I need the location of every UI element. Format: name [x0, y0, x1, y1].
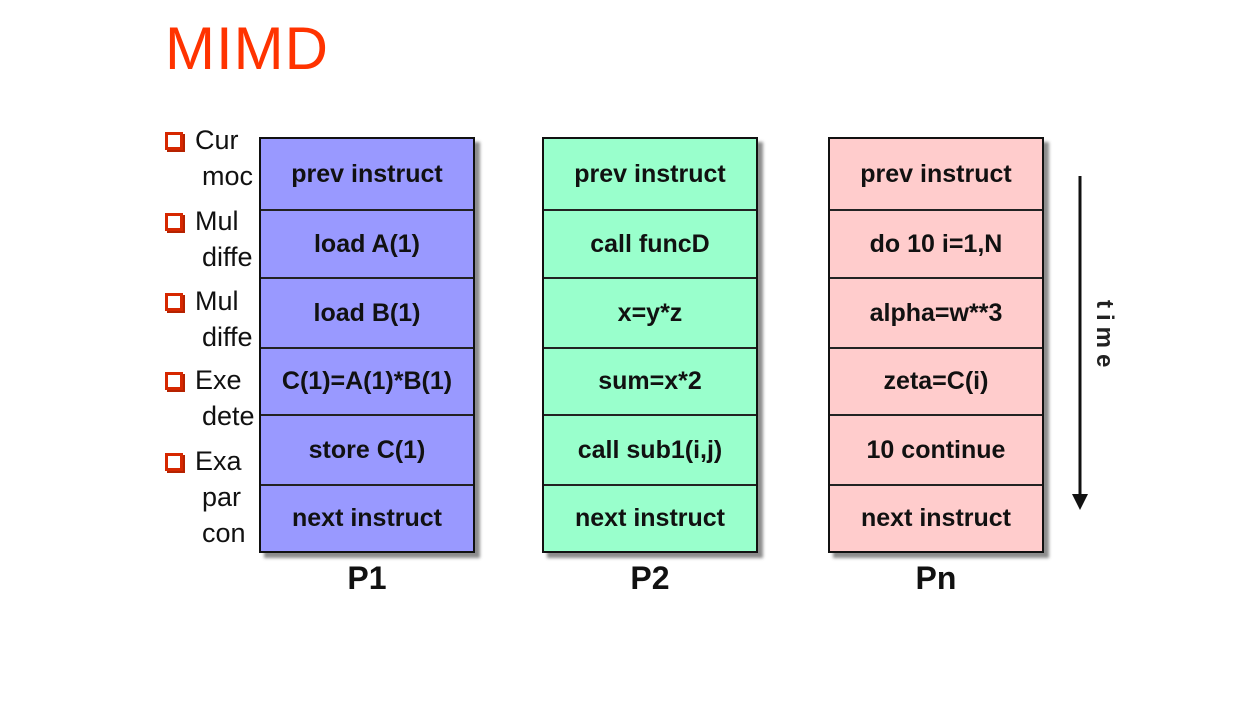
- instruction-cell: prev instruct: [830, 139, 1042, 211]
- checkbox-bullet-icon: [165, 453, 183, 471]
- bullet-text: Exa: [195, 446, 242, 476]
- time-axis-label: time: [1091, 300, 1118, 374]
- bullet-text: diffe: [202, 242, 253, 272]
- checkbox-bullet-icon: [165, 293, 183, 311]
- instruction-cell: prev instruct: [544, 139, 756, 211]
- instruction-cell: call funcD: [544, 211, 756, 279]
- bullet-text: Mul: [195, 286, 239, 316]
- instruction-cell: next instruct: [291, 504, 443, 532]
- bullet-item: Mul diffe: [165, 203, 253, 275]
- instruction-cell: next instruct: [574, 504, 726, 532]
- processor-label: P2: [630, 560, 670, 596]
- bullet-text: Mul: [195, 206, 239, 236]
- instruction-cell: load B(1): [261, 279, 473, 349]
- bullet-text: Exe: [195, 365, 242, 395]
- bullet-text: moc: [202, 161, 254, 191]
- bullet-item: Exe dete: [165, 362, 255, 434]
- instruction-cell: next instruct: [860, 504, 1012, 532]
- bullet-text: Cur: [195, 125, 239, 155]
- bullet-text: dete: [202, 401, 255, 431]
- instruction-cell: load A(1): [261, 211, 473, 279]
- instruction-cell: alpha=w**3: [830, 279, 1042, 349]
- processor-column-p2: prev instruct call funcD x=y*z sum=x*2 c…: [542, 137, 758, 553]
- bullet-text: diffe: [202, 322, 253, 352]
- instruction-cell: x=y*z: [544, 279, 756, 349]
- instruction-cell: 10 continue: [830, 416, 1042, 486]
- instruction-cell: zeta=C(i): [830, 349, 1042, 416]
- checkbox-bullet-icon: [165, 213, 183, 231]
- bullet-text: con: [202, 518, 246, 548]
- processor-label: P1: [347, 560, 387, 596]
- checkbox-bullet-icon: [165, 132, 183, 150]
- bullet-item: Mul diffe: [165, 283, 253, 355]
- slide-title: MIMD: [165, 15, 329, 82]
- checkbox-bullet-icon: [165, 372, 183, 390]
- bullet-item: Exa par con: [165, 443, 246, 551]
- processor-column-pn: prev instruct do 10 i=1,N alpha=w**3 zet…: [828, 137, 1044, 553]
- processor-label: Pn: [915, 560, 957, 596]
- time-arrow-icon: [1072, 176, 1088, 510]
- instruction-cell: call sub1(i,j): [544, 416, 756, 486]
- instruction-cell: do 10 i=1,N: [830, 211, 1042, 279]
- instruction-cell: C(1)=A(1)*B(1): [261, 349, 473, 416]
- bullet-text: par: [202, 482, 242, 512]
- instruction-cell: sum=x*2: [544, 349, 756, 416]
- instruction-cell: prev instruct: [261, 139, 473, 211]
- bullet-item: Cur moc: [165, 122, 253, 194]
- instruction-cell: store C(1): [261, 416, 473, 486]
- processor-column-p1: prev instruct load A(1) load B(1) C(1)=A…: [259, 137, 475, 553]
- bullet-list: Cur moc Mul diffe Mul diffe Exe dete Exa…: [165, 0, 1165, 706]
